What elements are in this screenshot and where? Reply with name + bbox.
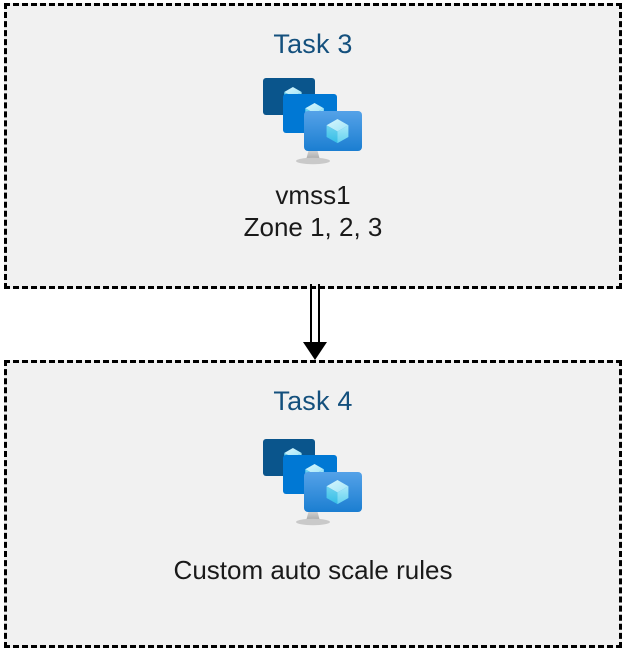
caption-line: Zone 1, 2, 3 (243, 211, 383, 242)
task-box-task-3[interactable]: Task 3 (4, 3, 622, 289)
caption-line: vmss1 (275, 180, 351, 210)
vm-scale-set-icon (257, 433, 369, 529)
vm-scale-set-icon (257, 72, 369, 168)
connector-arrow (295, 284, 335, 362)
task-box-task-4[interactable]: Task 4 (4, 360, 622, 648)
node-caption: vmss1 Zone 1, 2, 3 (244, 180, 383, 243)
task-title: Task 4 (273, 386, 353, 416)
task-title: Task 3 (273, 29, 353, 59)
node-caption: Custom auto scale rules (174, 555, 453, 587)
caption-line: Custom auto scale rules (173, 555, 453, 585)
